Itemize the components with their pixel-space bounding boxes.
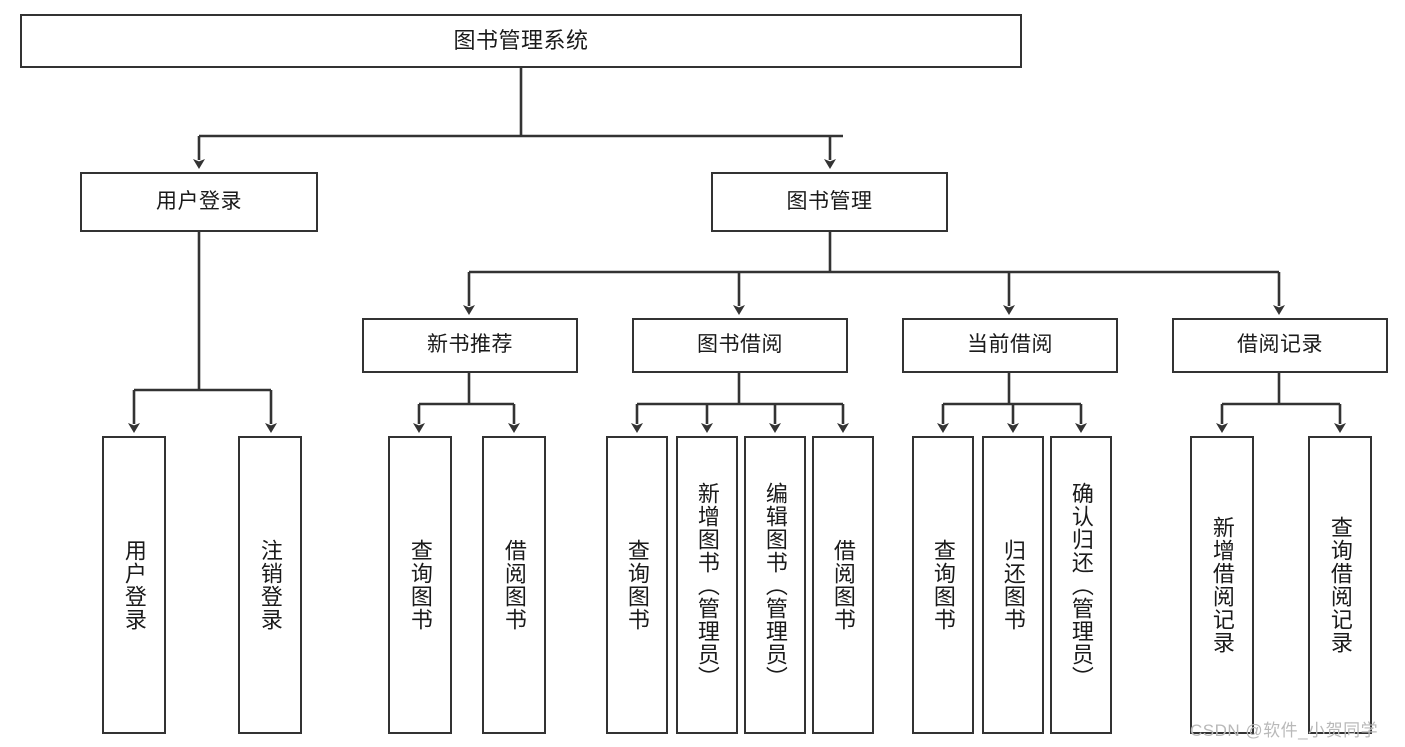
leaf-query-borrow-record[interactable]: 查询借阅记录 bbox=[1308, 436, 1372, 734]
leaf-user-login-label: 用户登录 bbox=[121, 539, 147, 631]
leaf-return-book-label: 归还图书 bbox=[1000, 539, 1026, 631]
node-current-borrow[interactable]: 当前借阅 bbox=[902, 318, 1118, 373]
node-book-borrow[interactable]: 图书借阅 bbox=[632, 318, 848, 373]
leaf-edit-book-admin[interactable]: 编辑图书（管理员） bbox=[744, 436, 806, 734]
node-current-borrow-label: 当前借阅 bbox=[967, 333, 1053, 357]
csdn-watermark: CSDN @软件_小贺同学 bbox=[1190, 721, 1379, 740]
leaf-query-book-newbook[interactable]: 查询图书 bbox=[388, 436, 452, 734]
leaf-query-book-borrow[interactable]: 查询图书 bbox=[606, 436, 668, 734]
leaf-logout[interactable]: 注销登录 bbox=[238, 436, 302, 734]
leaf-borrow-book[interactable]: 借阅图书 bbox=[812, 436, 874, 734]
leaf-logout-label: 注销登录 bbox=[257, 539, 283, 631]
node-borrow-record-label: 借阅记录 bbox=[1237, 333, 1323, 357]
leaf-add-book-admin[interactable]: 新增图书（管理员） bbox=[676, 436, 738, 734]
leaf-query-borrow-record-label: 查询借阅记录 bbox=[1327, 516, 1353, 654]
leaf-query-book-current[interactable]: 查询图书 bbox=[912, 436, 974, 734]
node-book-management-label: 图书管理 bbox=[786, 189, 873, 213]
leaf-query-book-newbook-label: 查询图书 bbox=[407, 539, 433, 631]
leaf-borrow-book-label: 借阅图书 bbox=[830, 539, 856, 631]
node-user-login-label: 用户登录 bbox=[156, 189, 242, 213]
leaf-query-book-current-label: 查询图书 bbox=[930, 539, 956, 631]
leaf-query-book-borrow-label: 查询图书 bbox=[624, 539, 650, 631]
leaf-borrow-book-newbook[interactable]: 借阅图书 bbox=[482, 436, 546, 734]
leaf-return-book[interactable]: 归还图书 bbox=[982, 436, 1044, 734]
node-borrow-record[interactable]: 借阅记录 bbox=[1172, 318, 1388, 373]
node-root[interactable]: 图书管理系统 bbox=[20, 14, 1022, 68]
node-user-login[interactable]: 用户登录 bbox=[80, 172, 318, 232]
leaf-confirm-return-admin-label: 确认归还（管理员） bbox=[1068, 481, 1094, 689]
leaf-user-login[interactable]: 用户登录 bbox=[102, 436, 166, 734]
node-root-label: 图书管理系统 bbox=[453, 28, 589, 54]
leaf-edit-book-admin-label: 编辑图书（管理员） bbox=[762, 481, 788, 689]
leaf-borrow-book-newbook-label: 借阅图书 bbox=[501, 539, 527, 631]
leaf-add-book-admin-label: 新增图书（管理员） bbox=[694, 481, 720, 689]
node-book-borrow-label: 图书借阅 bbox=[697, 333, 783, 357]
leaf-add-borrow-record[interactable]: 新增借阅记录 bbox=[1190, 436, 1254, 734]
leaf-confirm-return-admin[interactable]: 确认归还（管理员） bbox=[1050, 436, 1112, 734]
node-new-book-recommendation[interactable]: 新书推荐 bbox=[362, 318, 578, 373]
leaf-add-borrow-record-label: 新增借阅记录 bbox=[1209, 516, 1235, 654]
node-book-management[interactable]: 图书管理 bbox=[711, 172, 948, 232]
node-new-book-recommendation-label: 新书推荐 bbox=[427, 333, 513, 357]
